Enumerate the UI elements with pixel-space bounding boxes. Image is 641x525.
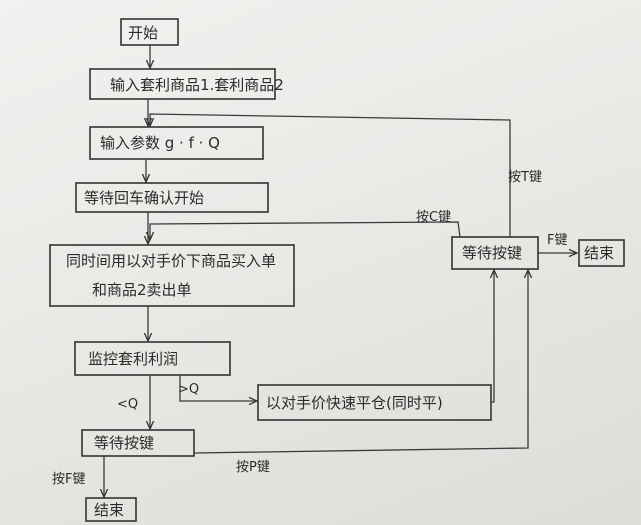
node-close-position: 以对手价快速平仓(同时平) xyxy=(257,384,492,421)
edge-wait-key-press-t xyxy=(150,113,511,237)
svg-text:和商品2卖出单: 和商品2卖出单 xyxy=(92,281,192,299)
node-wait-key: 等待按键 xyxy=(451,236,539,270)
edge-wait-close-to-wait-key xyxy=(193,270,528,454)
svg-text:以对手价快速平仓(同时平): 以对手价快速平仓(同时平) xyxy=(266,394,443,412)
svg-text:输入套利商品1.套利商品2: 输入套利商品1.套利商品2 xyxy=(110,76,284,94)
svg-text:等待回车确认开始: 等待回车确认开始 xyxy=(84,189,204,207)
edge-label-lt-q: <Q xyxy=(117,397,138,412)
edge-label-press-t: 按T键 xyxy=(508,170,542,185)
svg-text:同时间用以对手价下商品买入单: 同时间用以对手价下商品买入单 xyxy=(66,252,276,270)
svg-text:结束: 结束 xyxy=(94,501,124,519)
node-wait-key-close: 等待按键 xyxy=(81,429,195,457)
edge-label-press-f-right: F键 xyxy=(547,233,567,248)
node-end-bottom: 结束 xyxy=(85,497,137,522)
edge-label-press-f-bottom: 按F键 xyxy=(52,472,85,487)
svg-text:输入参数 g · f · Q: 输入参数 g · f · Q xyxy=(100,134,220,152)
node-end-right: 结束 xyxy=(578,239,625,267)
edge-wait-key-press-c xyxy=(150,221,461,240)
svg-text:结束: 结束 xyxy=(584,244,614,262)
node-place-orders: 同时间用以对手价下商品买入单 和商品2卖出单 xyxy=(49,244,295,307)
svg-text:等待按键: 等待按键 xyxy=(94,434,154,452)
svg-text:开始: 开始 xyxy=(128,24,158,42)
edge-close-to-wait-key xyxy=(491,270,494,403)
node-start: 开始 xyxy=(120,18,179,46)
edge-monitor-to-close xyxy=(179,375,257,401)
svg-text:监控套利利润: 监控套利利润 xyxy=(88,350,178,368)
edge-label-press-c: 按C键 xyxy=(416,210,451,225)
edge-label-press-p: 按P键 xyxy=(236,460,270,475)
node-input-params: 输入参数 g · f · Q xyxy=(89,126,264,160)
node-wait-enter: 等待回车确认开始 xyxy=(75,182,269,213)
node-input-products: 输入套利商品1.套利商品2 xyxy=(89,68,284,100)
node-monitor-profit: 监控套利利润 xyxy=(74,341,231,376)
svg-text:等待按键: 等待按键 xyxy=(462,244,522,262)
edge-label-gt-q: >Q xyxy=(178,382,199,397)
